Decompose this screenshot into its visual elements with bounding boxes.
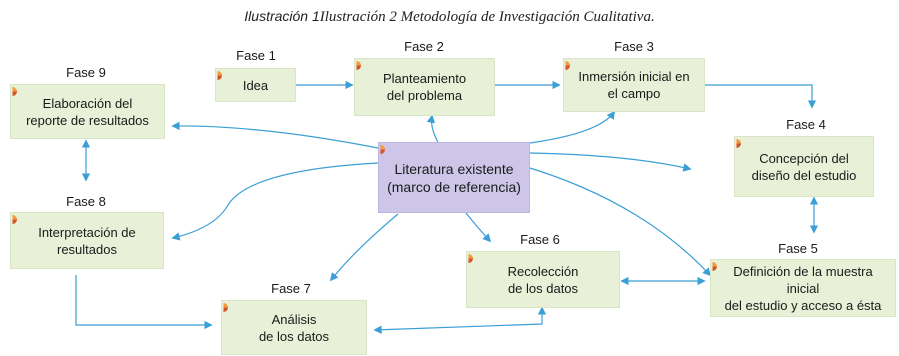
phase-marker-icon [219, 303, 228, 312]
phase-box-label: Elaboración del reporte de resultados [26, 95, 149, 128]
arrow-center-fase6 [465, 212, 492, 243]
arrow-fase6-fase7 [373, 306, 547, 334]
phase-box-label: Concepción del diseño del estudio [751, 150, 857, 183]
phase-label-3: Fase 3 [614, 39, 654, 54]
arrow-center-fase5 [519, 164, 712, 277]
phase-label-2: Fase 2 [404, 39, 444, 54]
phase-marker-icon [561, 61, 570, 70]
central-literature-box: Literatura existente (marco de referenci… [376, 142, 530, 213]
arrow-center-fase8 [171, 162, 379, 241]
arrow-center-fase2 [426, 114, 439, 143]
arrow-fase7-fase8 [75, 275, 213, 330]
arrow-fase3-fase4 [705, 84, 817, 109]
phase-label-5: Fase 5 [778, 241, 818, 256]
caption-prefix: Ilustración 1 [244, 8, 320, 24]
phase-box-label: Definición de la muestra inicial del est… [724, 263, 882, 313]
phase-label-9: Fase 9 [66, 65, 106, 80]
arrow-center-fase3 [529, 110, 615, 144]
phase-box-inmersion: Inmersión inicial en el campo [561, 58, 705, 112]
phase-box-label: Interpretación de resultados [38, 224, 136, 257]
phase-marker-icon [376, 145, 385, 154]
phase-box-label: Análisis de los datos [258, 311, 330, 344]
phase-marker-icon [213, 71, 222, 80]
caption-text: Ilustración 2 Metodología de Investigaci… [319, 9, 655, 25]
phase-box-planteamiento: Planteamiento del problema [352, 58, 495, 116]
phase-marker-icon [708, 262, 717, 271]
phase-marker-icon [8, 215, 17, 224]
phase-box-analisis: Análisis de los datos [219, 300, 367, 355]
phase-label-4: Fase 4 [786, 117, 826, 132]
phase-box-label: Inmersión inicial en el campo [578, 69, 690, 101]
phase-label-8: Fase 8 [66, 194, 106, 209]
phase-label-1: Fase 1 [236, 48, 276, 63]
phase-box-idea: Idea [213, 68, 296, 102]
phase-marker-icon [732, 139, 741, 148]
phase-box-label: Recolección de los datos [507, 263, 579, 296]
phase-label-7: Fase 7 [271, 281, 311, 296]
central-label: Literatura existente (marco de referenci… [387, 160, 521, 195]
phase-box-interpretacion: Interpretación de resultados [8, 212, 164, 269]
arrow-center-fase4 [529, 152, 692, 172]
phase-label-6: Fase 6 [520, 232, 560, 247]
arrow-center-fase9 [171, 121, 379, 149]
phase-box-concepcion: Concepción del diseño del estudio [732, 136, 874, 197]
phase-box-elaboracion: Elaboración del reporte de resultados [8, 84, 165, 139]
phase-marker-icon [464, 254, 473, 263]
phase-box-label: Idea [242, 77, 269, 93]
phase-marker-icon [8, 87, 17, 96]
phase-box-definicion-muestra: Definición de la muestra inicial del est… [708, 259, 896, 317]
arrow-center-fase7 [329, 213, 399, 282]
phase-box-recoleccion: Recolección de los datos [464, 251, 620, 308]
figure-caption: Ilustración 1Ilustración 2 Metodología d… [0, 8, 899, 26]
phase-marker-icon [352, 61, 361, 70]
phase-box-label: Planteamiento del problema [382, 71, 467, 103]
